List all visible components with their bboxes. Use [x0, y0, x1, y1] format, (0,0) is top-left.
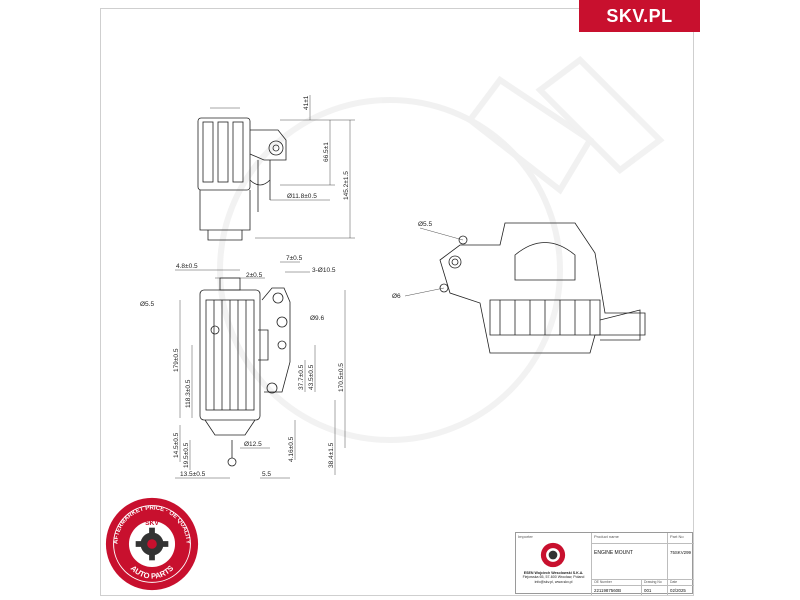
product-name-label: Product name	[594, 534, 619, 539]
product-name-cell: ENGINE MOUNT	[591, 543, 667, 579]
company-line-2: Fiejowska 65, 57-600 Wrocław, Poland	[522, 575, 585, 580]
seal-center-text: SKV	[145, 520, 159, 527]
company-line-3: info@skv.pl, www.skv.pl	[534, 579, 573, 584]
drawing-no-cell: 001	[641, 585, 667, 595]
product-name-label-cell: Product name	[591, 533, 667, 543]
date-label: Date	[670, 580, 678, 584]
quality-seal-icon: AFTERMARKET PRICE · OE QUALITY AUTO PART…	[105, 497, 199, 591]
date-label-cell: Date	[667, 579, 694, 585]
oe-no: 2211987560B	[594, 588, 622, 593]
product-name: ENGINE MOUNT	[594, 550, 633, 556]
drawing-no: 001	[644, 588, 652, 593]
drawing-no-label-cell: Drawing No	[641, 579, 667, 585]
date: 02/2025	[670, 588, 686, 593]
importer-label: Importer	[518, 534, 533, 539]
drawing-no-label: Drawing No	[644, 580, 662, 584]
part-no-label: Part No	[670, 534, 684, 539]
skv-logo: SKV.PL	[579, 0, 700, 32]
part-no-cell: 75SKV299	[667, 543, 694, 579]
date-cell: 02/2025	[667, 585, 694, 595]
oe-no-label: OE Number	[594, 580, 612, 584]
title-block: Importer ESEN Wojciech Wesolowski S.K.A.…	[515, 532, 694, 595]
part-no: 75SKV299	[670, 550, 691, 555]
company-emblem-icon	[540, 542, 566, 568]
oe-no-label-cell: OE Number	[591, 579, 641, 585]
company-line-1: ESEN Wojciech Wesolowski S.K.A.	[523, 571, 584, 575]
part-no-label-cell: Part No	[667, 533, 694, 543]
oe-no-cell: 2211987560B	[591, 585, 641, 595]
importer-cell: Importer ESEN Wojciech Wesolowski S.K.A.…	[516, 533, 591, 595]
company-address: ESEN Wojciech Wesolowski S.K.A. Fiejowsk…	[518, 571, 589, 584]
